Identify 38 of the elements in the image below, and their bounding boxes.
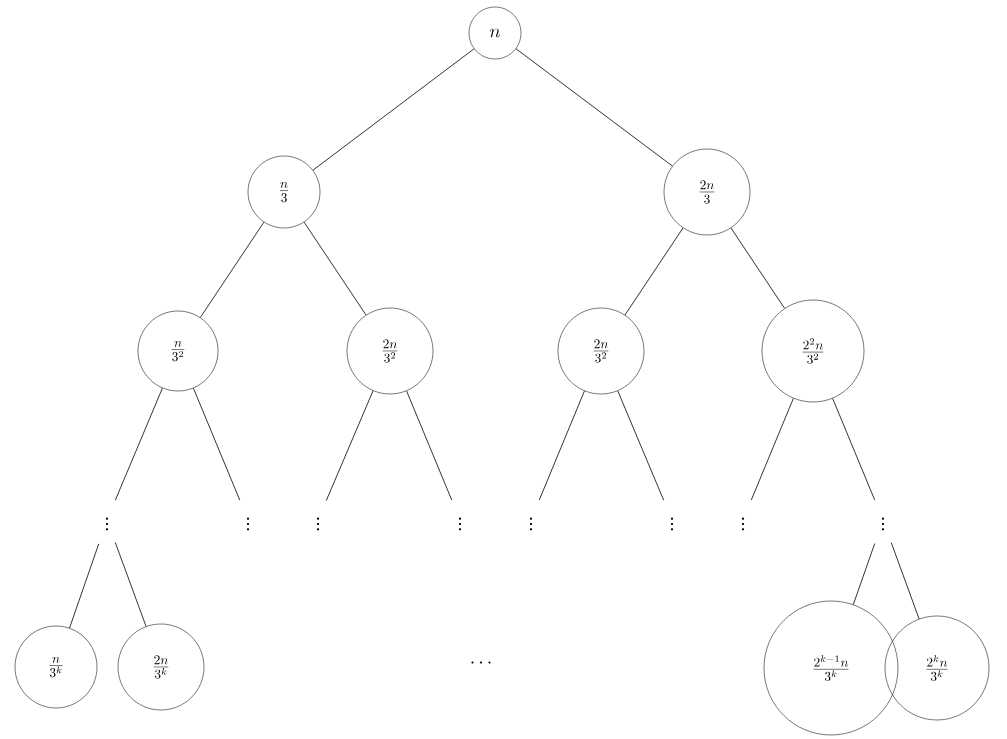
tree-node: $\frac{n}{3}$ (247, 155, 321, 229)
tree-node: $\frac{2n}{3^2}$ (557, 307, 645, 395)
vertical-ellipsis: $\vdots$ (105, 517, 109, 531)
tree-edge (406, 390, 453, 501)
tree-edge (750, 397, 794, 501)
tree-edge (325, 390, 374, 501)
tree-node: $\frac{n}{3^2}$ (137, 310, 219, 392)
tree-node: $\frac{2^2n}{3^2}$ (761, 299, 865, 403)
tree-edge (852, 543, 876, 605)
tree-edge (69, 543, 100, 629)
tree-edge (832, 397, 876, 501)
vertical-ellipsis: $\vdots$ (670, 517, 674, 531)
vertical-ellipsis: $\vdots$ (246, 517, 250, 531)
tree-edge (114, 542, 147, 627)
tree-node: $\frac{2^{k-1}n}{3^k}$ (763, 600, 899, 736)
vertical-ellipsis: $\vdots$ (458, 517, 462, 531)
vertical-ellipsis: $\vdots$ (529, 517, 533, 531)
tree-edge (199, 221, 265, 318)
tree-edge (193, 387, 241, 501)
horizontal-ellipsis: $\cdots$ (471, 661, 491, 664)
tree-edge (730, 227, 785, 309)
vertical-ellipsis: $\vdots$ (741, 517, 745, 531)
tree-node: $\frac{2n}{3}$ (663, 148, 751, 236)
tree-node: $\frac{n}{3^k}$ (14, 625, 98, 709)
tree-edge (515, 48, 673, 167)
tree-node: $\frac{2n}{3^2}$ (346, 307, 434, 395)
tree-edge (114, 387, 163, 501)
tree-node: $n$ (468, 6, 522, 60)
tree-node: $\frac{2^kn}{3^k}$ (884, 615, 990, 721)
tree-edge (312, 48, 475, 171)
tree-edge (538, 390, 585, 501)
tree-node: $\frac{2n}{3^k}$ (117, 623, 205, 711)
tree-edge (890, 542, 920, 620)
vertical-ellipsis: $\vdots$ (881, 517, 885, 531)
tree-edge (624, 227, 684, 316)
tree-edge (303, 221, 367, 316)
tree-edge (617, 390, 665, 501)
vertical-ellipsis: $\vdots$ (316, 517, 320, 531)
